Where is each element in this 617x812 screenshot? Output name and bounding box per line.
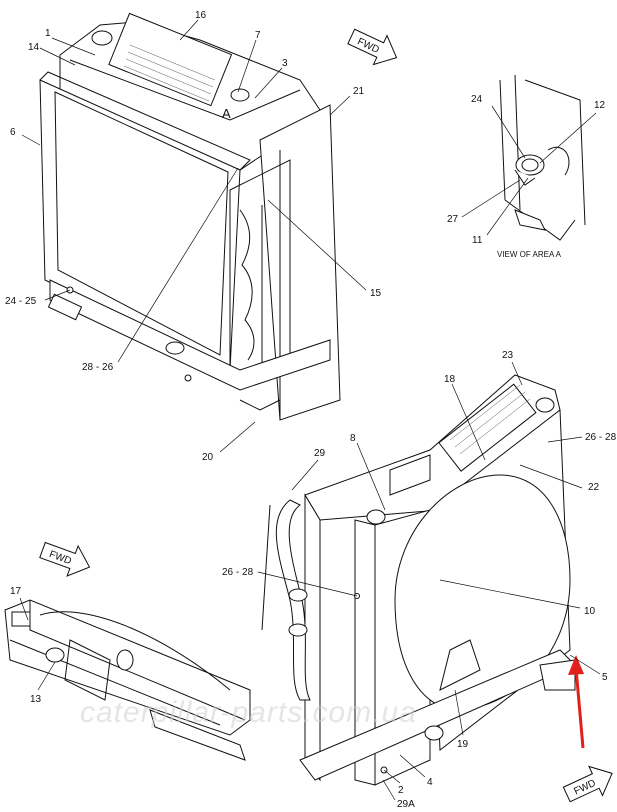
callout-8: 8 bbox=[350, 433, 356, 444]
callout-18: 18 bbox=[444, 374, 456, 385]
callout-1: 1 bbox=[45, 28, 51, 39]
watermark: caterpillar-parts.com.ua bbox=[80, 696, 417, 729]
callout-27: 27 bbox=[447, 214, 459, 225]
leader-lines bbox=[19, 19, 601, 801]
red-indicator-arrow bbox=[568, 655, 585, 749]
callout-29a: 29A bbox=[397, 799, 415, 810]
callout-4: 4 bbox=[427, 777, 433, 788]
view-of-area-a-label: VIEW OF AREA A bbox=[497, 250, 562, 259]
callout-19: 19 bbox=[457, 739, 469, 750]
area-a-detail: VIEW OF AREA A bbox=[497, 74, 586, 259]
callout-28-26: 28 - 26 bbox=[82, 362, 114, 373]
callout-14: 14 bbox=[28, 42, 40, 53]
callout-24-25: 24 - 25 bbox=[5, 296, 37, 307]
area-a-marker: A bbox=[222, 106, 231, 121]
callout-labels: 1 14 16 7 3 6 21 24 12 27 11 15 24 - 25 … bbox=[5, 10, 617, 810]
callout-29: 29 bbox=[314, 448, 326, 459]
base-detail-left bbox=[4, 599, 251, 761]
callout-15: 15 bbox=[370, 288, 382, 299]
callout-12: 12 bbox=[594, 100, 606, 111]
fwd-arrow-top: FWD bbox=[347, 28, 398, 66]
callout-21: 21 bbox=[353, 86, 365, 97]
callout-26-28-left: 26 - 28 bbox=[222, 567, 254, 578]
callout-26-28-top: 26 - 28 bbox=[585, 432, 617, 443]
callout-16: 16 bbox=[195, 10, 207, 21]
callout-11: 11 bbox=[472, 235, 483, 246]
callout-7: 7 bbox=[255, 30, 261, 41]
radiator-assembly-bottom bbox=[261, 374, 576, 786]
fwd-arrow-bottom: FWD bbox=[562, 765, 613, 803]
radiator-assembly-top bbox=[39, 12, 341, 421]
callout-10: 10 bbox=[584, 606, 596, 617]
callout-3: 3 bbox=[282, 58, 288, 69]
callout-17: 17 bbox=[10, 586, 22, 597]
callout-20: 20 bbox=[202, 452, 214, 463]
callout-5: 5 bbox=[602, 672, 608, 683]
callout-22: 22 bbox=[588, 482, 600, 493]
fwd-arrow-left: FWD bbox=[39, 541, 91, 577]
callout-23: 23 bbox=[502, 350, 514, 361]
callout-6: 6 bbox=[10, 127, 16, 138]
callout-24: 24 bbox=[471, 94, 483, 105]
callout-13: 13 bbox=[30, 694, 42, 705]
callout-2: 2 bbox=[398, 785, 404, 796]
